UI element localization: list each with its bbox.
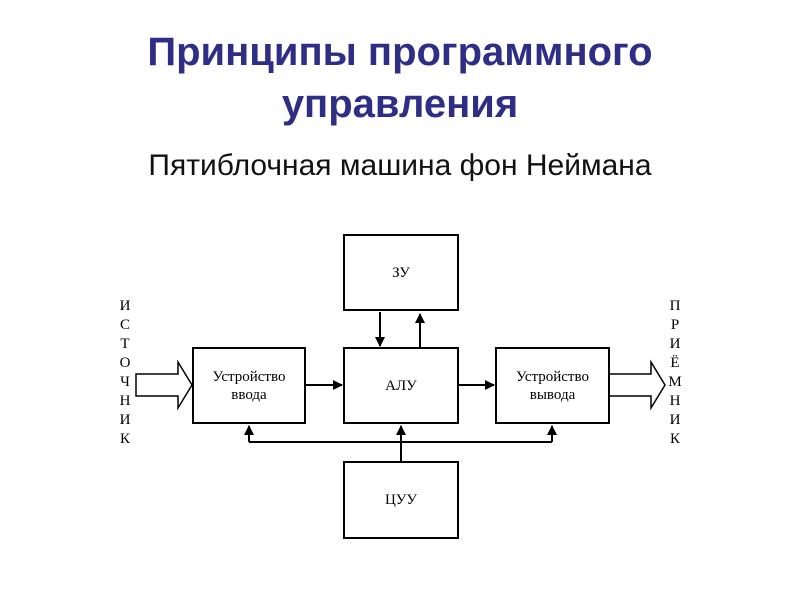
alu-block: АЛУ	[343, 347, 459, 424]
input-device-label-line-2: ввода	[231, 386, 267, 403]
memory-block-label: ЗУ	[392, 264, 410, 281]
source-letter: Т	[120, 336, 130, 352]
output-device-block: Устройство вывода	[495, 347, 610, 424]
control-unit-block: ЦУУ	[343, 461, 459, 539]
source-label: И С Т О Ч Н И К	[115, 297, 135, 449]
control-unit-label: ЦУУ	[384, 492, 418, 508]
receiver-letter: Ё	[670, 355, 680, 371]
source-letter: И	[119, 298, 131, 314]
receiver-letter: Н	[669, 393, 681, 409]
memory-block: ЗУ	[343, 234, 459, 311]
hollow-arrow-source-to-input	[135, 359, 193, 411]
receiver-label: П Р И Ё М Н И К	[665, 297, 685, 449]
subtitle: Пятиблочная машина фон Неймана	[148, 149, 652, 182]
receiver-letter: И	[669, 336, 681, 352]
source-letter: О	[119, 355, 131, 371]
source-letter: Ч	[120, 374, 130, 390]
title-line-1: Принципы программного	[147, 30, 653, 74]
output-device-label-line-1: Устройство	[516, 368, 589, 385]
source-letter: И	[119, 412, 131, 428]
page-title: Принципы программного управления	[0, 26, 800, 130]
output-device-label: Устройство вывода	[516, 368, 589, 404]
source-letter: С	[119, 317, 130, 333]
hollow-arrow-output-to-receiver	[608, 359, 666, 411]
input-device-block: Устройство ввода	[192, 347, 306, 424]
input-device-label: Устройство ввода	[213, 368, 286, 404]
input-device-label-line-1: Устройство	[212, 368, 286, 385]
receiver-letter: Р	[670, 317, 680, 333]
receiver-letter: М	[668, 374, 682, 390]
alu-block-label: АЛУ	[385, 377, 417, 394]
source-letter: К	[119, 431, 130, 447]
receiver-letter: П	[669, 298, 681, 314]
output-device-label-line-2: вывода	[529, 386, 576, 403]
receiver-letter: И	[669, 412, 681, 428]
source-letter: Н	[119, 393, 131, 409]
title-line-2: управления	[281, 82, 519, 126]
receiver-letter: К	[669, 431, 680, 447]
